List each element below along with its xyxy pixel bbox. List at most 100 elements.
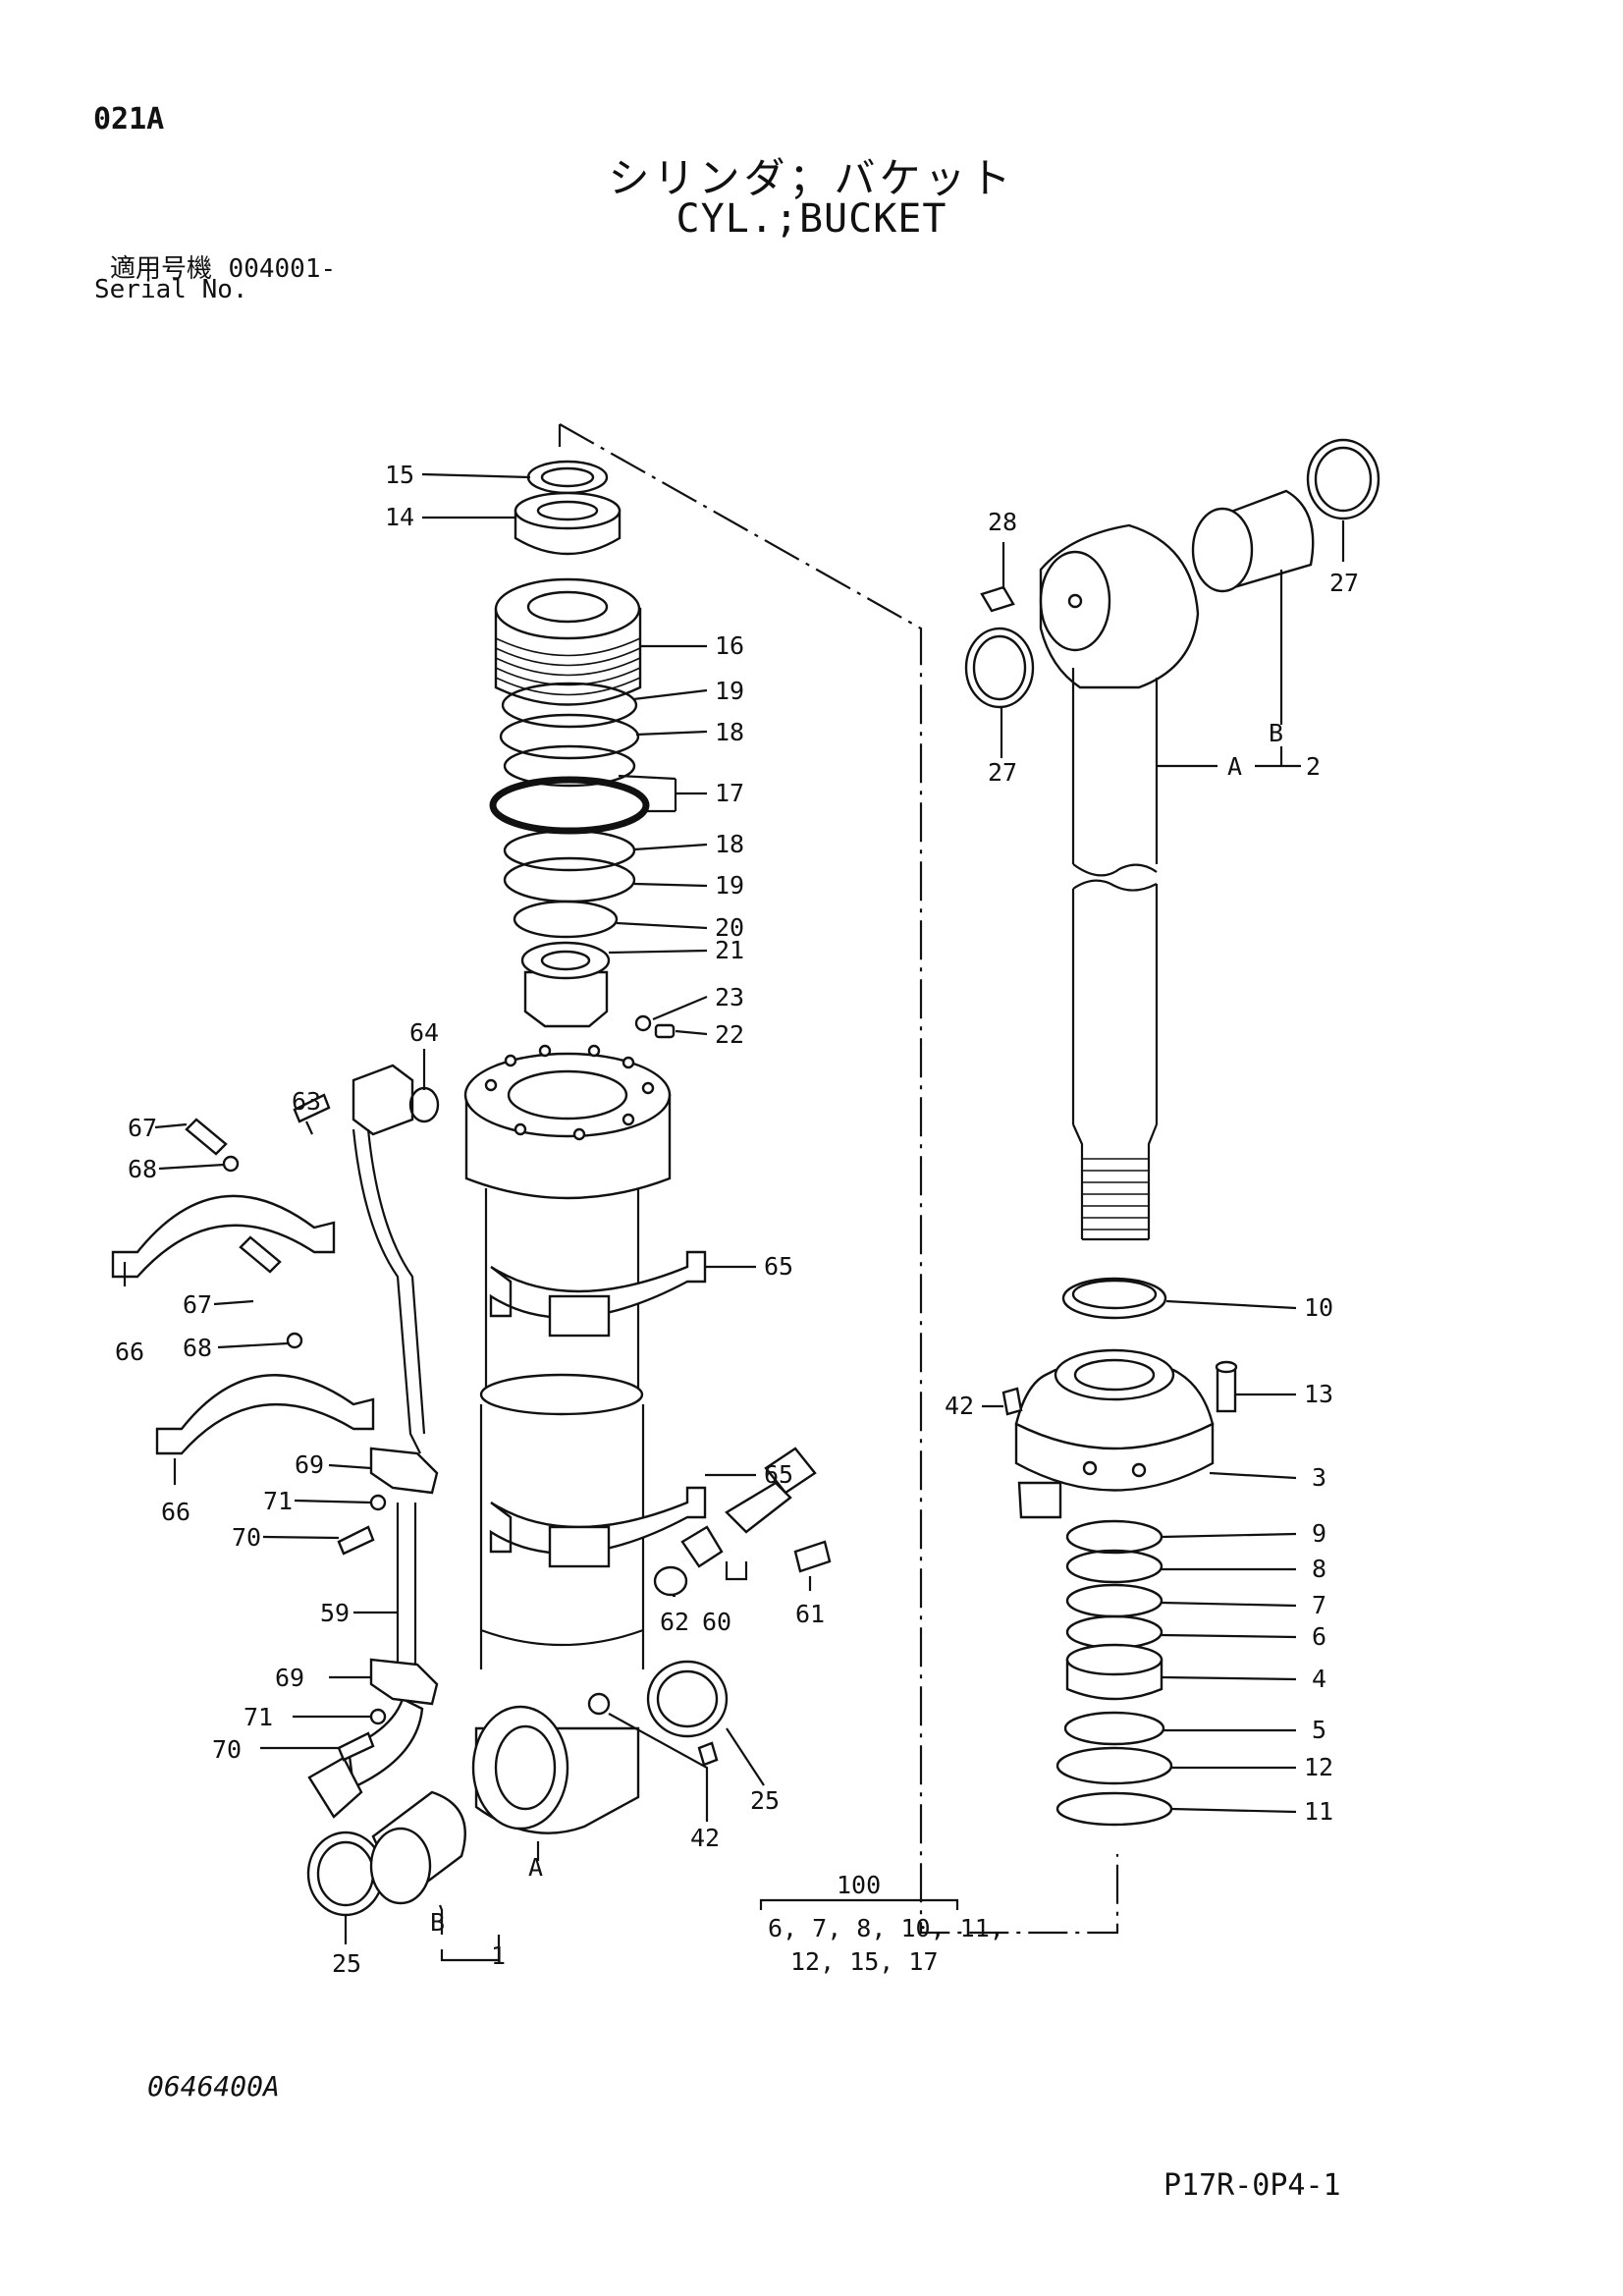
callout-69b: 69 [275,1664,304,1692]
callout-6: 6 [1312,1622,1326,1651]
bushing-B [369,1790,466,1905]
callout-16: 16 [715,631,744,660]
part-21-nut [520,941,611,1028]
page-code: 021A [93,102,165,137]
callout-9: 9 [1312,1519,1326,1548]
callout-27b: 27 [988,758,1017,787]
part-2-piston-rod [1039,523,1200,1241]
part-28-grease-fitting [980,585,1015,613]
cylinder-tube [463,1044,672,1834]
callout-20: 20 [715,913,744,942]
callout-11: 11 [1304,1797,1333,1826]
callout-A2: A [1227,752,1242,781]
callout-17: 17 [715,779,744,807]
part-22-setscrew [654,1023,676,1039]
callout-70a: 70 [232,1523,261,1552]
callout-64: 64 [409,1018,439,1047]
callout-42a: 42 [690,1824,720,1852]
callout-15: 15 [385,461,414,489]
callout-71b: 71 [243,1703,273,1731]
part-25-seal-right [646,1660,729,1738]
port-fittings [587,1447,832,1767]
callout-1: 1 [491,1941,506,1970]
callout-67b: 67 [183,1290,212,1319]
part-63-block [352,1064,414,1136]
callout-5: 5 [1312,1716,1326,1744]
callout-68a: 68 [128,1155,157,1183]
callout-71a: 71 [263,1487,293,1515]
callout-12: 12 [1304,1753,1333,1781]
part-23-ball [634,1014,652,1032]
callout-18a: 18 [715,718,744,746]
part-10-ring [1061,1277,1167,1320]
callout-7: 7 [1312,1591,1326,1619]
callout-4: 4 [1312,1665,1326,1693]
callout-67a: 67 [128,1114,157,1142]
callout-65b: 65 [764,1460,793,1489]
part-42-fitting-piston [1001,1387,1023,1416]
callout-65a: 65 [764,1252,793,1281]
callout-62: 62 [660,1608,689,1636]
callout-2: 2 [1306,752,1321,781]
callout-60: 60 [702,1608,731,1636]
callout-23: 23 [715,983,744,1011]
callout-25b: 25 [332,1949,361,1978]
part-15-ring [526,460,609,495]
part-66-lower-clamp [155,1374,375,1455]
callout-63: 63 [292,1087,321,1116]
callout-25a: 25 [750,1786,780,1815]
callout-21: 21 [715,936,744,964]
callout-18b: 18 [715,830,744,858]
callout-10: 10 [1304,1293,1333,1322]
part-65-upper-band [489,1250,707,1338]
kit-contents-line-1: 6, 7, 8, 10, 11, [768,1914,1004,1942]
callout-B1: B [430,1908,445,1937]
part-27-seals [964,438,1380,709]
callout-66b: 66 [161,1498,190,1526]
drawing-number: 0646400A [147,2070,280,2103]
callout-66a: 66 [115,1338,144,1366]
page-title-english: CYL.;BUCKET [676,196,947,242]
callout-70b: 70 [212,1735,242,1764]
piston-seal-stack [1055,1519,1173,1827]
serial-label-english: Serial No. [94,275,248,304]
callout-27a: 27 [1329,569,1359,597]
callout-68b: 68 [183,1334,212,1362]
part-66-upper-clamp [111,1194,336,1279]
part-59-pipe [307,1128,426,1819]
callout-22: 22 [715,1020,744,1049]
page-reference: P17R-0P4-1 [1163,2168,1341,2203]
serial-label-japanese: 適用号機 [110,254,213,284]
kit-contents-line-2: 12, 15, 17 [790,1947,939,1976]
leader-lines [123,472,1345,1962]
part-16-gland [494,577,642,706]
callout-42b: 42 [945,1392,974,1420]
part-65-lower-band [489,1486,707,1568]
callout-A1: A [528,1853,543,1882]
callout-19a: 19 [715,677,744,705]
section-boundary [558,423,1119,1935]
part-14-bushing [514,491,622,556]
callout-61: 61 [795,1600,825,1628]
callout-8: 8 [1312,1555,1326,1583]
kit-number: 100 [837,1871,881,1899]
callout-13: 13 [1304,1380,1333,1408]
callout-labels: 15 14 16 19 18 17 18 19 20 21 23 22 64 6… [115,461,1359,1978]
callout-B2: B [1269,719,1283,747]
callout-3: 3 [1312,1463,1326,1492]
page-title-japanese: シリンダ；バケット [608,154,1015,202]
bushing-rod-end [1191,489,1315,593]
callout-28: 28 [988,508,1017,536]
seal-stack [489,682,650,939]
callout-19b: 19 [715,871,744,900]
serial-value: 004001- [228,254,337,284]
callout-14: 14 [385,503,414,531]
callout-59: 59 [320,1599,350,1627]
part-13-screw [1215,1360,1238,1413]
bolts-left [185,1086,440,1762]
part-69-clip [369,1447,439,1706]
serial-line: 適用号機 004001- [110,248,336,285]
callout-69a: 69 [295,1450,324,1479]
part-3-piston [1014,1348,1215,1519]
